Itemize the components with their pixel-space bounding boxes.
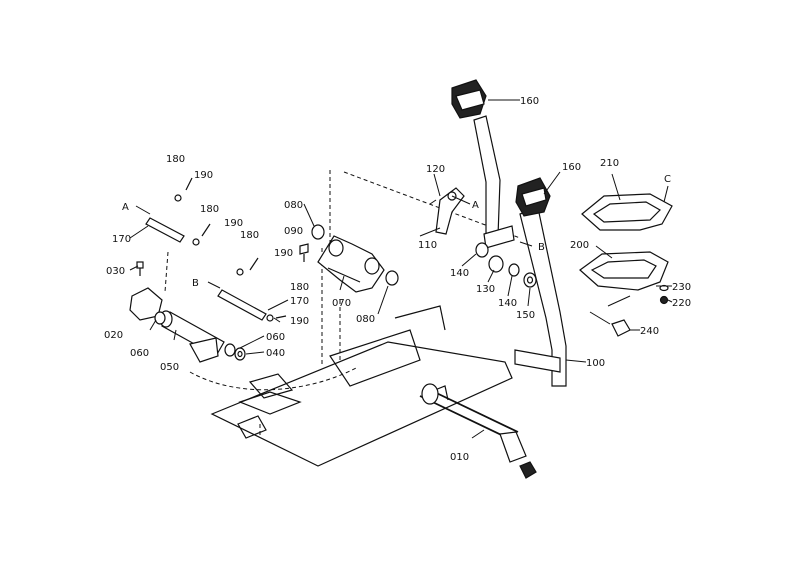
shift-lever-100 [514,207,567,387]
bracket-070 [317,235,385,293]
callout-020: 020 [104,330,123,341]
callout-190-d: 190 [290,316,309,327]
callout-110: 110 [418,240,437,251]
ref-c-1: C [664,174,671,185]
callout-060-b: 060 [266,332,285,343]
callout-070: 070 [332,298,351,309]
callout-160-b: 160 [562,162,581,173]
callout-180-b: 180 [200,204,219,215]
yoke-020 [129,261,163,321]
callout-140-a: 140 [450,268,469,279]
upper-lever-160 [451,79,515,249]
callout-080-a: 080 [284,200,303,211]
callout-030: 030 [106,266,125,277]
callout-170-b: 170 [290,296,309,307]
callout-180-d: 180 [290,282,309,293]
callout-050: 050 [160,362,179,373]
callout-labels: 160 160 120 A 110 B 140 130 140 150 100 … [104,96,691,463]
pin-170-a [145,177,211,246]
callout-230: 230 [672,282,691,293]
callout-060-a: 060 [130,348,149,359]
cap-240 [611,319,631,337]
ref-a-1: A [122,202,129,213]
callout-200: 200 [570,240,589,251]
shaft-050 [154,310,225,363]
ref-b-1: B [192,278,199,289]
callout-120: 120 [426,164,445,175]
callout-210: 210 [600,158,619,169]
ref-b-2: B [538,242,545,253]
base-plate [210,305,513,467]
callout-220: 220 [672,298,691,309]
ref-a-2: A [472,200,479,211]
callout-080-b: 080 [356,314,375,325]
callout-140-b: 140 [498,298,517,309]
bush-080 [311,224,399,286]
knob-160-b [515,177,551,217]
collars [475,242,537,288]
leader-lines [129,99,673,439]
callout-150: 150 [516,310,535,321]
callout-010: 010 [450,452,469,463]
callout-180-c: 180 [240,230,259,241]
callout-190-a: 190 [194,170,213,181]
callout-170-a: 170 [112,234,131,245]
callout-240: 240 [640,326,659,337]
callout-180-a: 180 [166,154,185,165]
callout-090: 090 [284,226,303,237]
pin-170-b [217,257,287,322]
screw-220 [659,284,669,305]
callout-130: 130 [476,284,495,295]
callout-040: 040 [266,348,285,359]
cover-200 [579,251,669,291]
callout-160-a: 160 [520,96,539,107]
cover-210 [581,193,673,231]
callout-190-c: 190 [274,248,293,259]
shaft-010 [419,383,537,479]
bolt-090 [299,243,309,262]
washers [224,343,246,361]
callout-190-b: 190 [224,218,243,229]
callout-100: 100 [586,358,605,369]
